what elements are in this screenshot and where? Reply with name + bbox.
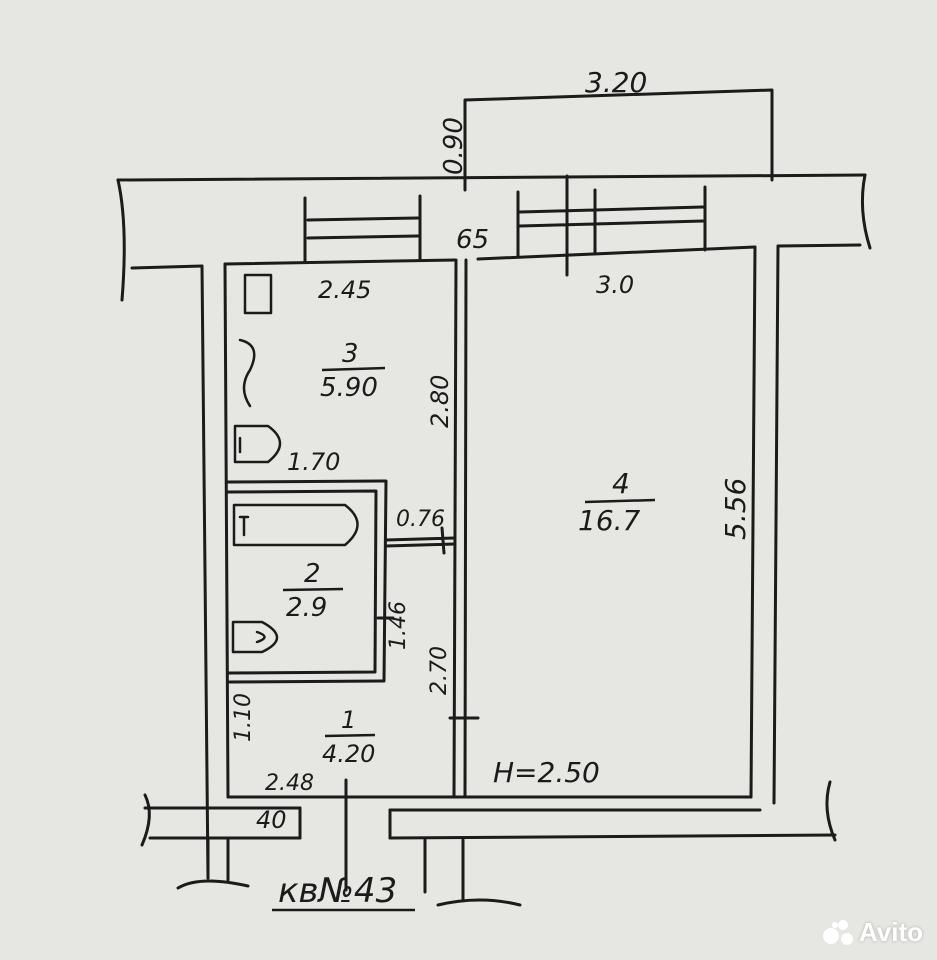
room3-width-label: 2.45 [318,276,371,304]
bathroom-wall [226,479,388,684]
room3-number: 3 [342,339,359,369]
room2-fraction-line [282,587,344,592]
hall-length-label: 2.70 [427,646,452,695]
room3-area: 5.90 [320,373,378,403]
wall-break-bottom-left [140,793,151,847]
bath-width-label: 1.70 [287,448,340,476]
stair-walls [176,836,522,907]
balcony-outline [463,88,774,192]
room3-fraction-line [321,366,386,372]
door-width-label: 0.76 [396,507,445,532]
left-wall [200,262,230,880]
entrance-door [298,778,392,892]
bottom-wall-outer [143,806,837,840]
room1-fraction-line [324,733,376,738]
partition-wall [452,258,468,799]
balcony-depth-label: 0.90 [439,117,469,175]
apartment-label: кв№43 [278,871,397,911]
watermark-text: Avito [858,917,923,947]
ceiling-height-label: H=2.50 [493,756,600,789]
balcony-door [516,174,707,277]
door-mark [376,526,480,720]
wall-break-bottom-right [825,780,837,842]
window-left [303,194,422,264]
sink-icon [233,424,282,464]
watermark: Avito [822,917,923,948]
avito-dots-icon [822,919,853,946]
top-wall-outer [116,173,867,182]
wall-break-left [116,178,126,302]
hall-width-label: 2.48 [265,771,314,796]
room4-number: 4 [612,467,630,500]
sink-kitchen-icon [238,338,256,408]
room4-length-label: 5.56 [719,478,752,540]
toilet-icon [231,620,279,654]
hall-short-label: 1.10 [231,693,256,742]
stove-icon [243,273,273,315]
top-wall-inner [130,243,862,270]
right-wall [749,244,780,805]
wall-break-right [860,173,872,250]
room2-area: 2.9 [286,593,327,623]
room4-fraction-line [584,498,656,504]
bathtub-icon [232,503,359,547]
room1-area: 4.20 [322,740,375,768]
wall-opening-label: 40 [256,806,287,834]
bath-length-label: 1.46 [386,601,411,650]
room4-width-label: 3.0 [596,271,634,299]
room4-area: 16.7 [578,504,641,537]
room2-number: 2 [304,559,321,589]
balcony-width-label: 3.20 [585,66,647,99]
room1-number: 1 [341,706,356,734]
window-gap-label: 65 [456,225,489,255]
room3-length-label: 2.80 [426,375,454,428]
